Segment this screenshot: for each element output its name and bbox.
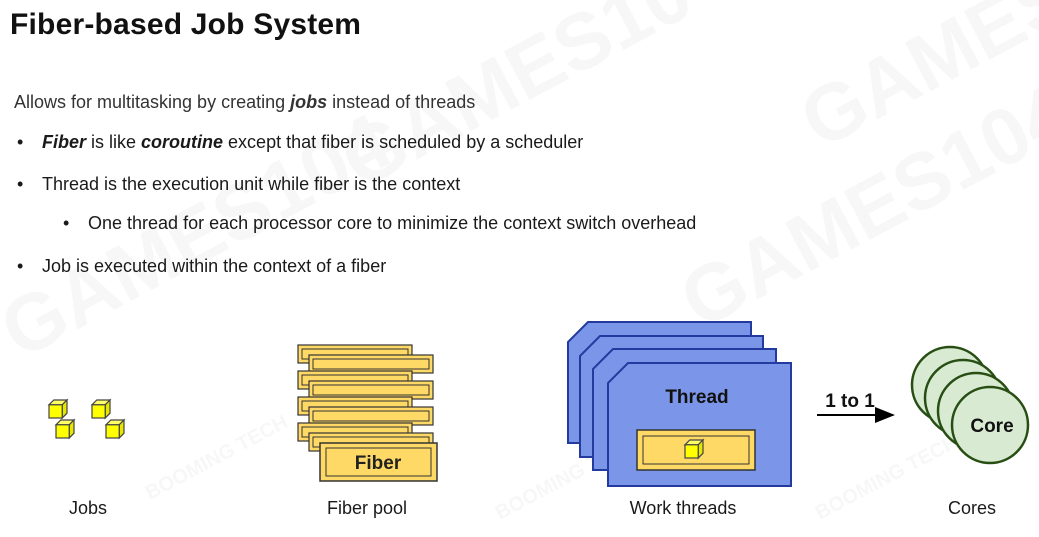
bullet-marker: • <box>17 132 24 152</box>
job-cube-icon <box>105 419 125 439</box>
job-cube-icon <box>55 419 75 439</box>
caption-fiber-pool: Fiber pool <box>326 498 408 518</box>
job-cube-icon <box>684 439 704 459</box>
intro-suffix: instead of threads <box>327 92 476 112</box>
intro-prefix: Allows for multitasking by creating <box>14 92 291 112</box>
bullet-job-text: Job is executed within the context of a … <box>42 256 387 276</box>
fiber-label: Fiber <box>355 453 402 474</box>
bullet-thread: • Thread is the execution unit while fib… <box>17 174 461 195</box>
intro-emphasis: jobs <box>290 92 328 112</box>
fiber-box-front: Fiber <box>319 442 438 482</box>
core-label: Core <box>970 416 1013 437</box>
caption-work-threads: Work threads <box>629 498 737 518</box>
bullet-fiber: • Fiber is like coroutine except that fi… <box>17 132 584 153</box>
intro-text: Allows for multitasking by creating jobs… <box>14 92 475 113</box>
bullet-fiber-word1: Fiber <box>42 132 87 152</box>
work-threads: Thread <box>567 321 792 487</box>
caption-cores: Cores <box>947 498 997 518</box>
bullet-marker: • <box>63 213 70 233</box>
fiber-box <box>308 380 434 400</box>
caption-jobs: Jobs <box>68 498 108 518</box>
bullet-fiber-text1: is like <box>86 132 142 152</box>
cores: Core <box>910 345 1030 465</box>
fiber-box <box>308 406 434 426</box>
slide-title: Fiber-based Job System <box>10 8 362 41</box>
bullet-job: • Job is executed within the context of … <box>17 256 387 277</box>
thread-label: Thread <box>665 387 728 408</box>
job-cube-icon <box>91 399 111 419</box>
core-circle-front <box>950 385 1030 465</box>
jobs-cluster <box>48 399 125 439</box>
job-cube-icon <box>48 399 68 419</box>
fiber-box <box>308 354 434 374</box>
thread-fiber-slot <box>636 429 756 471</box>
ratio-arrow: 1 to 1 <box>817 391 895 423</box>
bullet-fiber-word2: coroutine <box>141 132 224 152</box>
bullet-fiber-text2: except that fiber is scheduled by a sche… <box>223 132 584 152</box>
ratio-label: 1 to 1 <box>825 391 875 412</box>
bullet-sub-text: One thread for each processor core to mi… <box>88 213 697 233</box>
bullet-marker: • <box>17 256 24 276</box>
bullet-sub: • One thread for each processor core to … <box>63 213 697 234</box>
bullet-marker: • <box>17 174 24 194</box>
bullet-thread-text: Thread is the execution unit while fiber… <box>42 174 461 194</box>
fiber-pool: Fiber <box>297 344 438 482</box>
